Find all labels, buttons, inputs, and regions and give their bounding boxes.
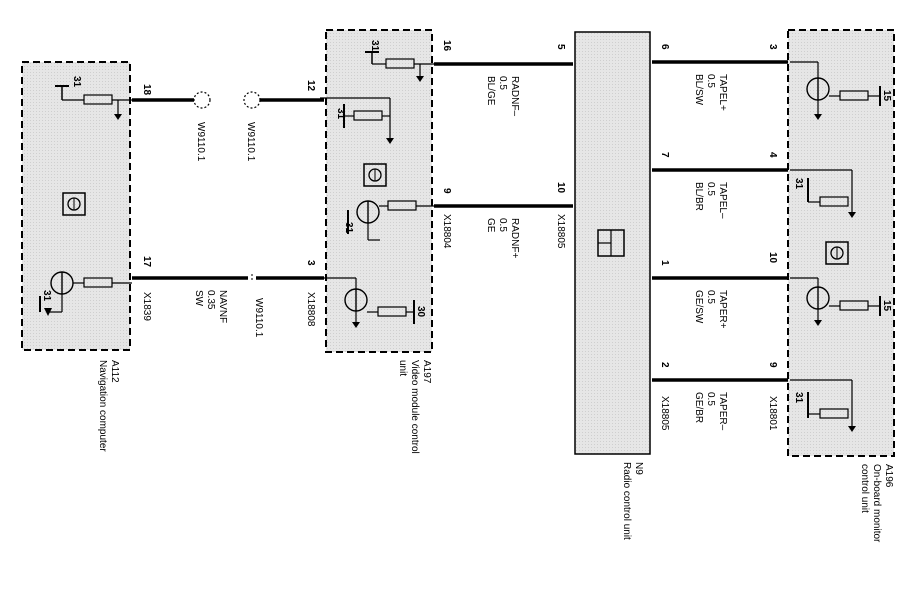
wire-tapel-plus-size: 0.5 xyxy=(705,74,716,88)
pin-n9-6: 6 xyxy=(659,44,670,50)
a197-name-line2: unit xyxy=(397,360,408,376)
splice-w9110-c: W9110.1 xyxy=(253,298,264,338)
pin-a196-10: 10 xyxy=(767,252,778,264)
wire-a112-18 xyxy=(132,91,211,109)
a112-transistor xyxy=(39,271,132,316)
wire-tapel-minus-signal: TAPEL– xyxy=(717,182,728,219)
pin-a112-18: 18 xyxy=(141,84,152,96)
wire-label-tapel-plus: TAPEL+ 0.5 BL/SW xyxy=(693,74,728,111)
a196-ground-a-label: 31 xyxy=(793,178,804,190)
a112-ground-bottom-label: 31 xyxy=(41,290,52,302)
wire-radnf-plus-signal: RADNF+ xyxy=(509,218,520,258)
a197-ground-mid-label: 31 xyxy=(335,108,346,120)
connector-x18808: X18808 xyxy=(305,292,316,327)
wire-taper-minus-size: 0.5 xyxy=(705,392,716,406)
pin-n9-10: 10 xyxy=(555,182,566,194)
a112-id: A112 xyxy=(109,360,120,383)
wire-navnf-size: 0.35 xyxy=(205,290,216,310)
a196-transistor-top xyxy=(790,61,881,120)
wire-taper-minus-color: GE/BR xyxy=(693,392,704,423)
a197-ground-top-label: 31 xyxy=(369,40,380,52)
radio-icon xyxy=(597,229,625,257)
wire-taper-plus-signal: TAPER+ xyxy=(717,290,728,329)
connector-x18804: X18804 xyxy=(441,214,452,249)
a196-name-line2: control unit xyxy=(859,464,870,513)
wire-tapel-plus-color: BL/SW xyxy=(693,74,704,106)
wire-label-taper-plus: TAPER+ 0.5 GE/SW xyxy=(693,290,728,329)
a196-supply-top-label: 15 xyxy=(881,90,892,102)
pin-a112-17: 17 xyxy=(141,256,152,268)
wire-navnf xyxy=(132,274,324,282)
connector-x18805-top: X18805 xyxy=(555,214,566,249)
splice-w9110-a: W9110.1 xyxy=(195,122,206,162)
a197-name-line1: Video module control xyxy=(409,360,420,454)
wire-taper-plus-size: 0.5 xyxy=(705,290,716,304)
wire-navnf-color: SW xyxy=(193,290,204,307)
display-icon xyxy=(62,192,86,216)
radio-control-unit-box xyxy=(574,31,651,455)
n9-name: Radio control unit xyxy=(621,462,632,540)
a196-transistor-bottom xyxy=(790,277,881,326)
wire-radnf-plus-color: GE xyxy=(485,218,496,233)
wire-label-navnf: NAVNF 0.35 SW xyxy=(193,290,228,323)
a197-ground-mid-symbol xyxy=(320,97,394,144)
a197-ground-low-label: 31 xyxy=(343,222,354,234)
a196-ground-b-label: 31 xyxy=(793,392,804,404)
a112-ground-top-label: 31 xyxy=(71,76,82,88)
pin-a197-3: 3 xyxy=(305,260,316,266)
pin-a197-16: 16 xyxy=(441,40,452,52)
wire-label-tapel-minus: TAPEL– 0.5 BL/BR xyxy=(693,182,728,219)
wire-radnf-minus-signal: RADNF– xyxy=(509,76,520,116)
pin-n9-1: 1 xyxy=(659,260,670,266)
pin-n9-2: 2 xyxy=(659,362,670,368)
a196-name-line1: On-board monitor xyxy=(871,464,882,543)
pin-a196-9: 9 xyxy=(767,362,778,368)
n9-id: N9 xyxy=(633,462,644,475)
a112-ground-top-symbol xyxy=(55,85,132,120)
connector-x18805-bottom: X18805 xyxy=(659,396,670,431)
splice-w9110-b: W9110.1 xyxy=(245,122,256,162)
pin-n9-5: 5 xyxy=(555,44,566,50)
pin-a197-12: 12 xyxy=(305,80,316,92)
wire-tapel-minus-size: 0.5 xyxy=(705,182,716,196)
a112-name: Navigation computer xyxy=(97,360,108,452)
wire-a197-12 xyxy=(243,91,324,109)
video-icon xyxy=(363,163,387,187)
pin-a196-3: 3 xyxy=(767,44,778,50)
wire-label-radnf-minus: RADNF– 0.5 BL/GE xyxy=(485,76,520,116)
a197-ground-top-symbol xyxy=(365,51,434,82)
wire-radnf-minus-color: BL/GE xyxy=(485,76,496,106)
a197-transistor-upper xyxy=(347,200,434,241)
a196-ground-b-symbol xyxy=(790,379,856,432)
onboard-monitor-box xyxy=(787,29,895,457)
wire-tapel-minus-color: BL/BR xyxy=(693,182,704,211)
pin-a197-9: 9 xyxy=(441,188,452,194)
a196-id: A196 xyxy=(883,464,894,488)
wire-radnf-minus-size: 0.5 xyxy=(497,76,508,90)
video-module-box xyxy=(325,29,433,353)
wire-taper-minus-signal: TAPER– xyxy=(717,392,728,431)
a196-supply-bottom-label: 15 xyxy=(881,300,892,312)
pin-n9-7: 7 xyxy=(659,152,670,158)
wire-radnf-plus-size: 0.5 xyxy=(497,218,508,232)
a197-id: A197 xyxy=(421,360,432,384)
wire-label-radnf-plus: RADNF+ 0.5 GE xyxy=(485,218,520,258)
a197-supply-label: 30 xyxy=(415,306,426,318)
navigation-computer-box xyxy=(21,61,131,351)
a196-ground-a-symbol xyxy=(790,169,856,218)
a197-transistor-lower xyxy=(320,277,415,328)
connector-x1839: X1839 xyxy=(141,292,152,321)
wire-navnf-signal: NAVNF xyxy=(217,290,228,323)
wire-taper-plus-color: GE/SW xyxy=(693,290,704,324)
wire-label-taper-minus: TAPER– 0.5 GE/BR xyxy=(693,392,728,431)
wire-tapel-plus-signal: TAPEL+ xyxy=(717,74,728,111)
connector-x18801: X18801 xyxy=(767,396,778,431)
monitor-icon xyxy=(825,241,849,265)
pin-a196-4: 4 xyxy=(767,152,778,158)
